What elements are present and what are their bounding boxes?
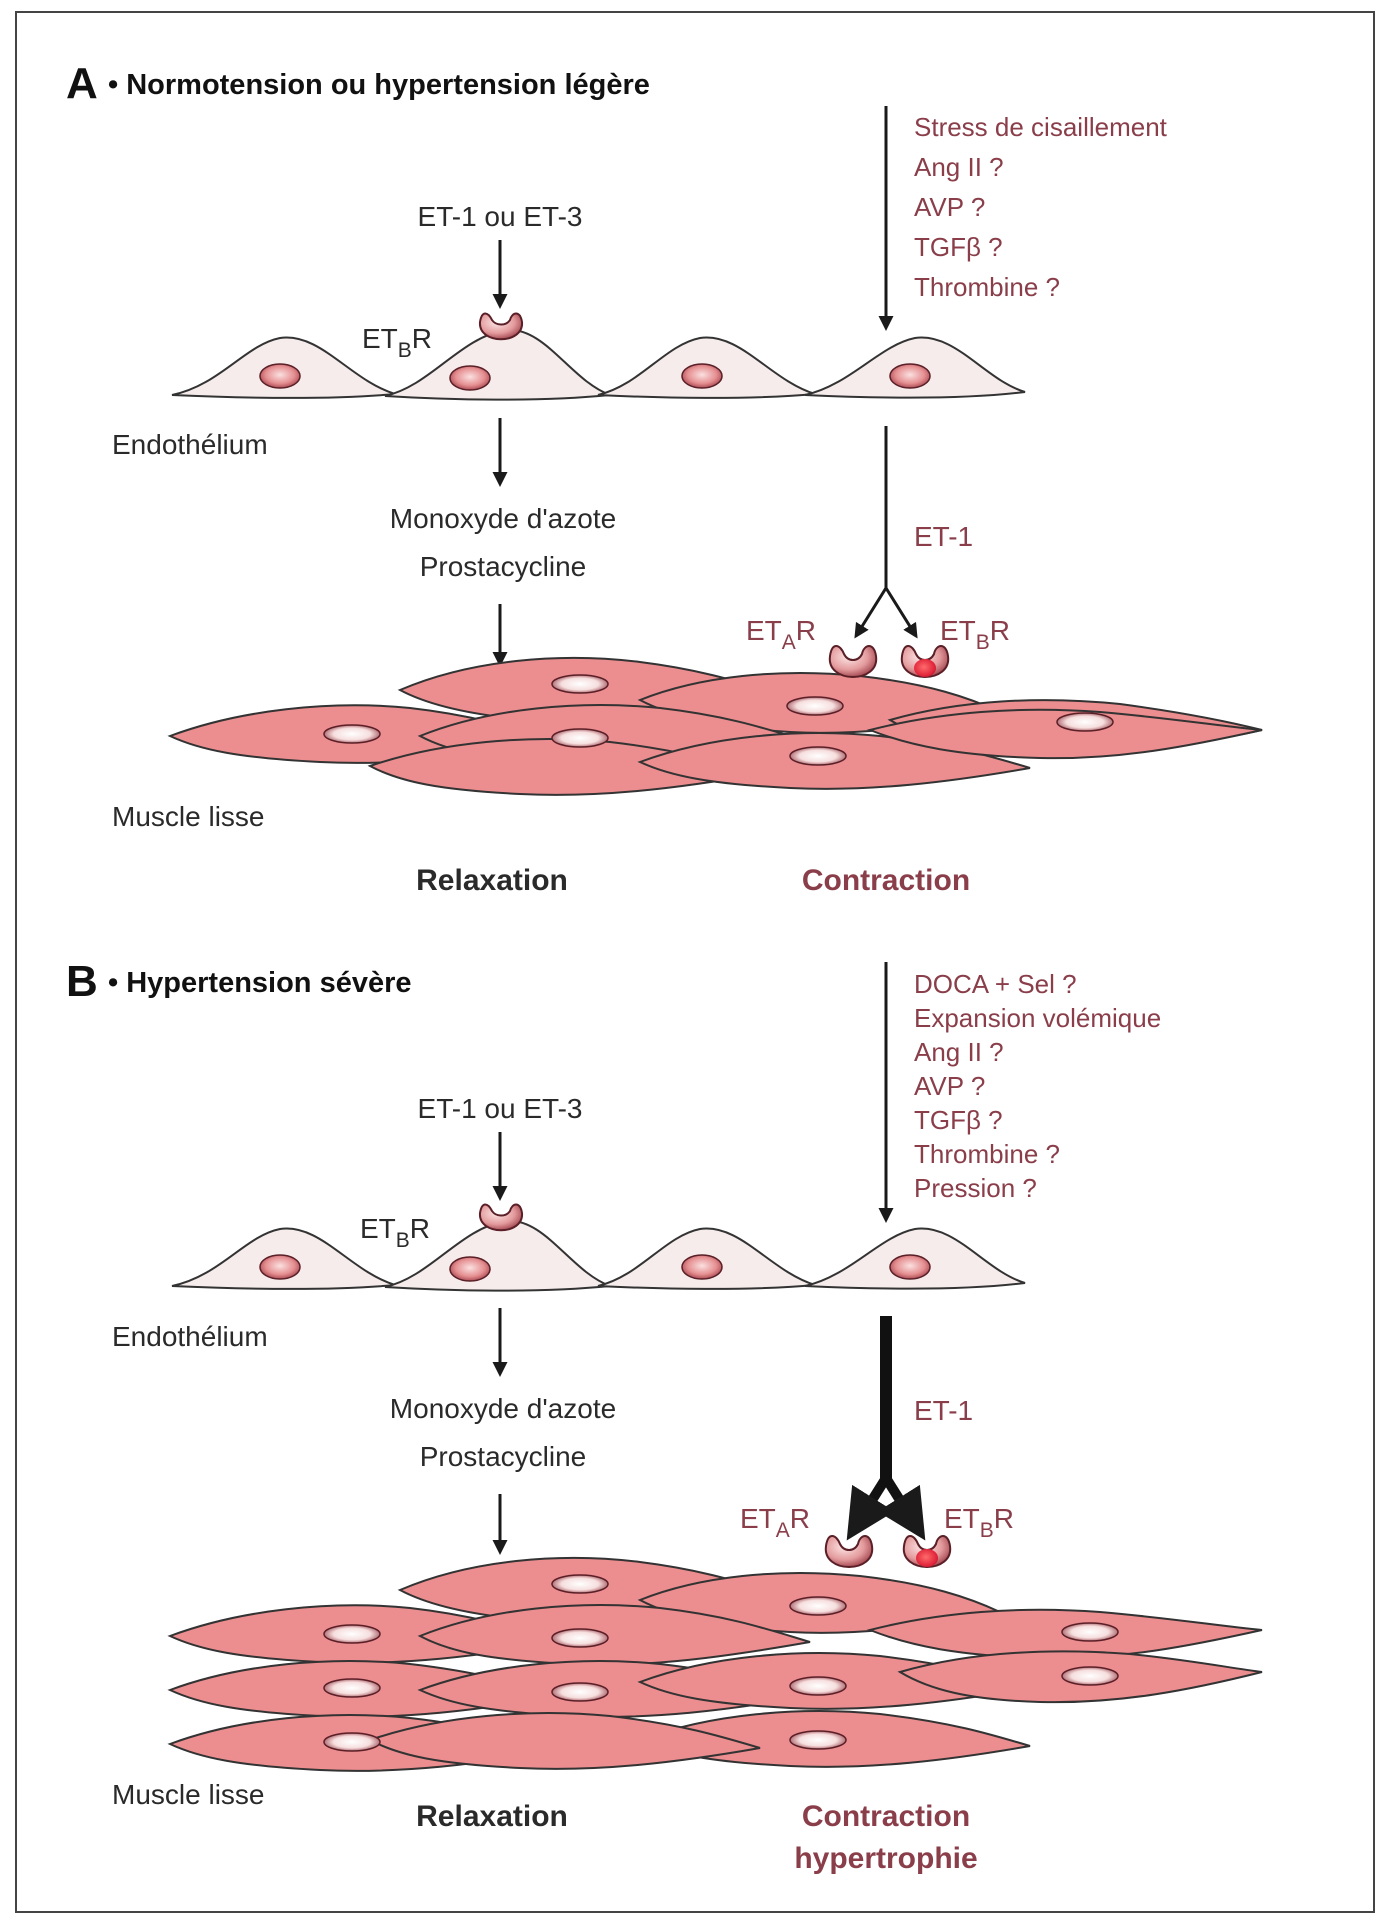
ligand-label: ET-1 ou ET-3 [418,1093,583,1124]
smooth-muscle-nucleus [323,1732,381,1752]
figure-frame [15,11,1375,1913]
contraction-label: Contraction [802,1800,970,1833]
mediator: Prostacycline [420,1441,587,1472]
etbr-label: ETBR [360,1213,430,1252]
et1-label: ET-1 [914,1395,973,1426]
panel-b-title: • Hypertension sévère [108,967,412,999]
stimulus: Pression ? [914,1173,1037,1203]
etar-label: ETAR [746,615,816,654]
et1-branch-a [846,1475,895,1541]
smooth-muscle-nucleus [323,1624,381,1644]
endothelial-nucleus [259,363,301,389]
smooth-muscle-cell [866,708,1263,760]
smooth-muscle-nucleus [551,1682,609,1702]
muscle-label: Muscle lisse [112,801,264,832]
panel-a-letter: A [66,59,98,108]
endothelium-layer [171,1203,1026,1292]
stimulus: DOCA + Sel ? [914,969,1077,999]
endothelial-nucleus [259,1254,301,1280]
stimulus: Ang II ? [914,152,1004,182]
etb-receptor [478,1203,524,1232]
etb-receptor [478,312,524,341]
endothelial-nucleus [681,363,723,389]
smooth-muscle-nucleus [1056,712,1114,732]
smooth-muscle-nucleus [551,1574,609,1594]
et1-branch-b [877,1475,926,1541]
smooth-muscle-nucleus [786,696,844,716]
stimulus: TGFβ ? [914,1105,1003,1135]
mediator: Monoxyde d'azote [390,1393,616,1424]
smooth-muscle-nuclei [323,674,1114,766]
etar-label: ETAR [740,1503,810,1542]
et1-label: ET-1 [914,521,973,552]
stimulus: Ang II ? [914,1037,1004,1067]
eta-receptor [828,645,878,678]
stimulus: TGFβ ? [914,232,1003,262]
stimuli-list: Stress de cisaillement Ang II ? AVP ? TG… [914,112,1168,302]
endothelial-cell [384,328,611,401]
hypertrophy-label: hypertrophie [794,1842,977,1875]
smooth-muscle-nucleus [789,746,847,766]
endothelial-nucleus [889,363,931,389]
panel-b-letter: B [66,957,98,1006]
smooth-muscle-nucleus [323,724,381,744]
smooth-muscle-nucleus [1061,1622,1119,1642]
etb-receptor-ligand [916,1549,938,1567]
endothelium-layer [171,312,1026,401]
endothelial-nucleus [681,1254,723,1280]
sm-etbr-label: ETBR [940,615,1010,654]
endothelial-nucleus [449,365,491,391]
panel-a-title: • Normotension ou hypertension légère [108,69,650,101]
panel-b: B • Hypertension sévère DOCA + Sel ? Exp… [66,957,1263,1875]
smooth-muscle-nucleus [789,1676,847,1696]
contraction-label: Contraction [802,864,970,897]
stimulus: Stress de cisaillement [914,112,1168,142]
stimulus: AVP ? [914,192,985,222]
eta-receptor [824,1535,874,1568]
et1-branch-b [884,587,918,639]
endothelial-nucleus [449,1256,491,1282]
muscle-label: Muscle lisse [112,1779,264,1810]
smooth-muscle-nucleus [789,1596,847,1616]
stimulus: AVP ? [914,1071,985,1101]
endothelial-nucleus [889,1254,931,1280]
stimulus: Expansion volémique [914,1003,1161,1033]
stimuli-list: DOCA + Sel ? Expansion volémique Ang II … [914,969,1161,1203]
etbr-label: ETBR [362,323,432,362]
smooth-muscle-nucleus [789,1730,847,1750]
smooth-muscle-cell [417,1604,811,1666]
endothelium-label: Endothélium [112,429,268,460]
smooth-muscle-nucleus [551,728,609,748]
mediator: Prostacycline [420,551,587,582]
endothelium-label: Endothélium [112,1321,268,1352]
relaxation-label: Relaxation [416,864,568,897]
ligand-label: ET-1 ou ET-3 [418,201,583,232]
stimulus: Thrombine ? [914,1139,1060,1169]
smooth-muscle-nucleus [323,1678,381,1698]
smooth-muscle-nucleus [551,674,609,694]
smooth-muscle-nucleus [1061,1666,1119,1686]
et1-branch-a [854,587,888,639]
smooth-muscle-cell [367,1712,761,1770]
etb-receptor-ligand [914,659,936,677]
sm-etbr-label: ETBR [944,1503,1014,1542]
panel-a: A • Normotension ou hypertension légère … [66,59,1263,897]
endothelial-cell [384,1219,611,1292]
mediator: Monoxyde d'azote [390,503,616,534]
stimulus: Thrombine ? [914,272,1060,302]
smooth-muscle-nuclei [323,1574,1119,1752]
relaxation-label: Relaxation [416,1800,568,1833]
smooth-muscle-nucleus [551,1628,609,1648]
